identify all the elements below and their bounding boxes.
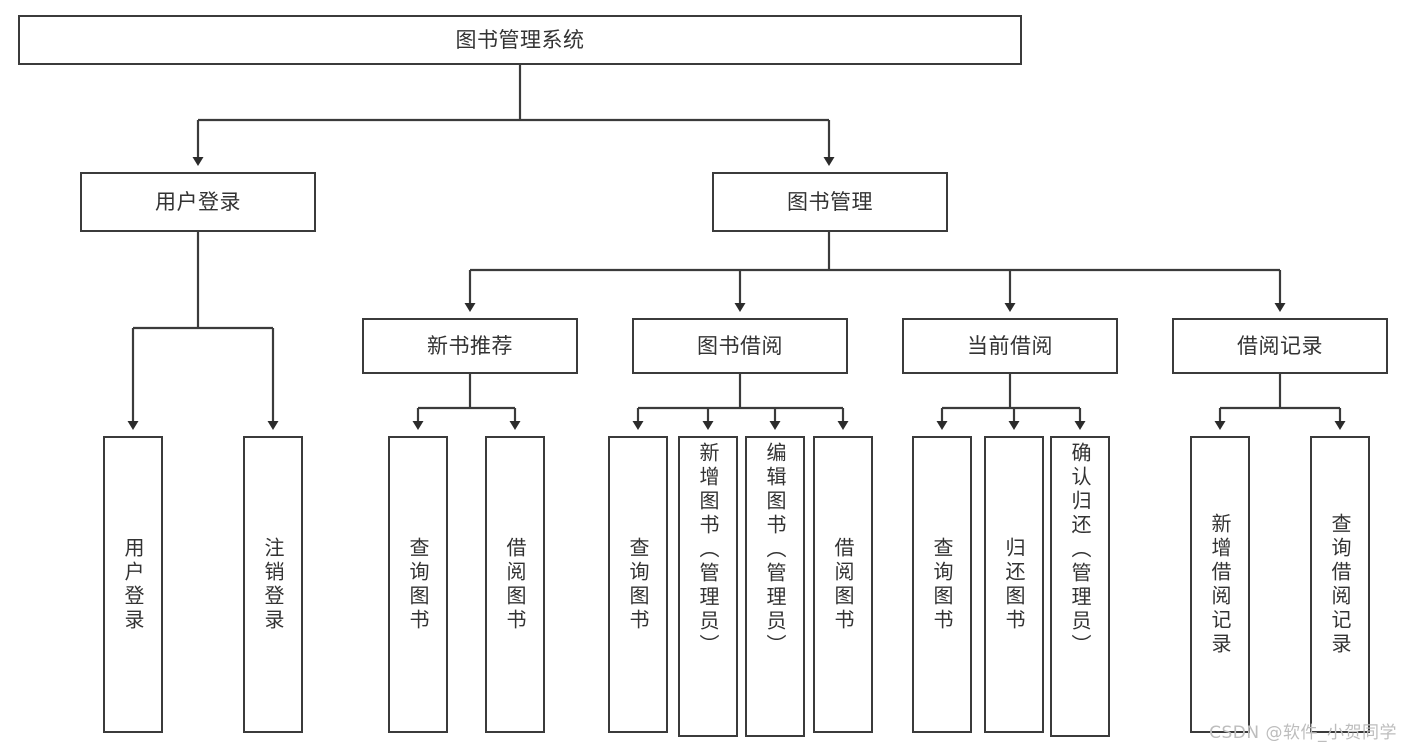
node-leaf-query-book-1-label: 查询图书 <box>406 536 430 633</box>
node-leaf-add-record-label: 新增借阅记录 <box>1208 512 1232 657</box>
node-borrow-record-label: 借阅记录 <box>1237 333 1323 358</box>
node-leaf-query-record[interactable]: 查询借阅记录 <box>1310 436 1370 733</box>
node-leaf-logout-label: 注销登录 <box>261 536 285 633</box>
node-leaf-borrow-book-1-label: 借阅图书 <box>503 536 527 633</box>
node-leaf-borrow-book-2-label: 借阅图书 <box>831 536 855 633</box>
node-user-login[interactable]: 用户登录 <box>80 172 316 232</box>
node-leaf-query-book-3[interactable]: 查询图书 <box>912 436 972 733</box>
csdn-watermark: CSDN @软件_小贺同学 <box>1209 723 1397 743</box>
node-borrow-record[interactable]: 借阅记录 <box>1172 318 1388 374</box>
node-leaf-edit-book-label: 编辑图书（管理员） <box>763 442 787 658</box>
node-leaf-user-login[interactable]: 用户登录 <box>103 436 163 733</box>
node-user-login-label: 用户登录 <box>155 189 241 214</box>
node-current-borrow[interactable]: 当前借阅 <box>902 318 1118 374</box>
node-leaf-add-book-label: 新增图书（管理员） <box>696 442 720 658</box>
node-leaf-edit-book[interactable]: 编辑图书（管理员） <box>745 436 805 737</box>
node-leaf-query-record-label: 查询借阅记录 <box>1328 512 1352 657</box>
node-leaf-borrow-book-1[interactable]: 借阅图书 <box>485 436 545 733</box>
node-leaf-add-record[interactable]: 新增借阅记录 <box>1190 436 1250 733</box>
node-leaf-user-login-label: 用户登录 <box>121 536 145 633</box>
node-book-manage[interactable]: 图书管理 <box>712 172 948 232</box>
node-root[interactable]: 图书管理系统 <box>18 15 1022 65</box>
node-leaf-query-book-3-label: 查询图书 <box>930 536 954 633</box>
node-root-label: 图书管理系统 <box>455 27 585 52</box>
node-leaf-return-book-label: 归还图书 <box>1002 536 1026 633</box>
node-leaf-confirm-return-label: 确认归还（管理员） <box>1068 442 1092 658</box>
node-new-book-recommend[interactable]: 新书推荐 <box>362 318 578 374</box>
node-book-borrow-label: 图书借阅 <box>697 333 783 358</box>
node-new-book-recommend-label: 新书推荐 <box>427 333 513 358</box>
node-book-manage-label: 图书管理 <box>787 189 873 214</box>
node-leaf-add-book[interactable]: 新增图书（管理员） <box>678 436 738 737</box>
node-book-borrow[interactable]: 图书借阅 <box>632 318 848 374</box>
node-leaf-query-book-2-label: 查询图书 <box>626 536 650 633</box>
node-leaf-query-book-1[interactable]: 查询图书 <box>388 436 448 733</box>
node-current-borrow-label: 当前借阅 <box>967 333 1053 358</box>
node-leaf-logout[interactable]: 注销登录 <box>243 436 303 733</box>
node-leaf-borrow-book-2[interactable]: 借阅图书 <box>813 436 873 733</box>
node-leaf-confirm-return[interactable]: 确认归还（管理员） <box>1050 436 1110 737</box>
node-leaf-query-book-2[interactable]: 查询图书 <box>608 436 668 733</box>
node-leaf-return-book[interactable]: 归还图书 <box>984 436 1044 733</box>
